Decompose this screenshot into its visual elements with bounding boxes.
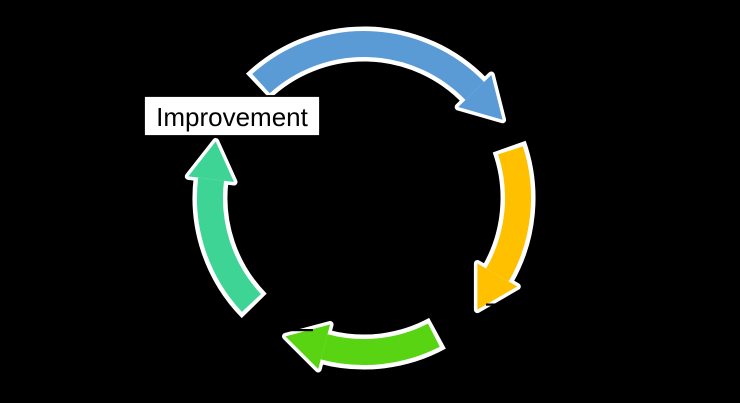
cycle-arrow-right-body (486, 146, 532, 282)
cycle-arrow-bottom-body (320, 323, 440, 366)
improvement-label-group: Improvement (143, 95, 321, 137)
cycle-arrow-bottom (282, 317, 446, 373)
improvement-label-box (143, 95, 321, 137)
cycle-arrow-left-head (188, 141, 234, 182)
cycle-arrow-top (245, 26, 507, 124)
cycle-arrow-left-body (196, 177, 262, 312)
cycle-arrow-right-head (477, 263, 518, 310)
stray-line-under-right-arrowhead (486, 303, 508, 306)
cycle-arrow-bottom-head (285, 324, 331, 369)
cycle-arrow-top-body (252, 31, 485, 101)
stray-line-above-bottom-arrowhead (283, 329, 313, 332)
cycle-arrow-top-head (458, 75, 503, 120)
cycle-arrow-left (184, 138, 267, 319)
cycle-arrow-right (473, 140, 536, 314)
improvement-label-text: Improvement (156, 102, 308, 132)
